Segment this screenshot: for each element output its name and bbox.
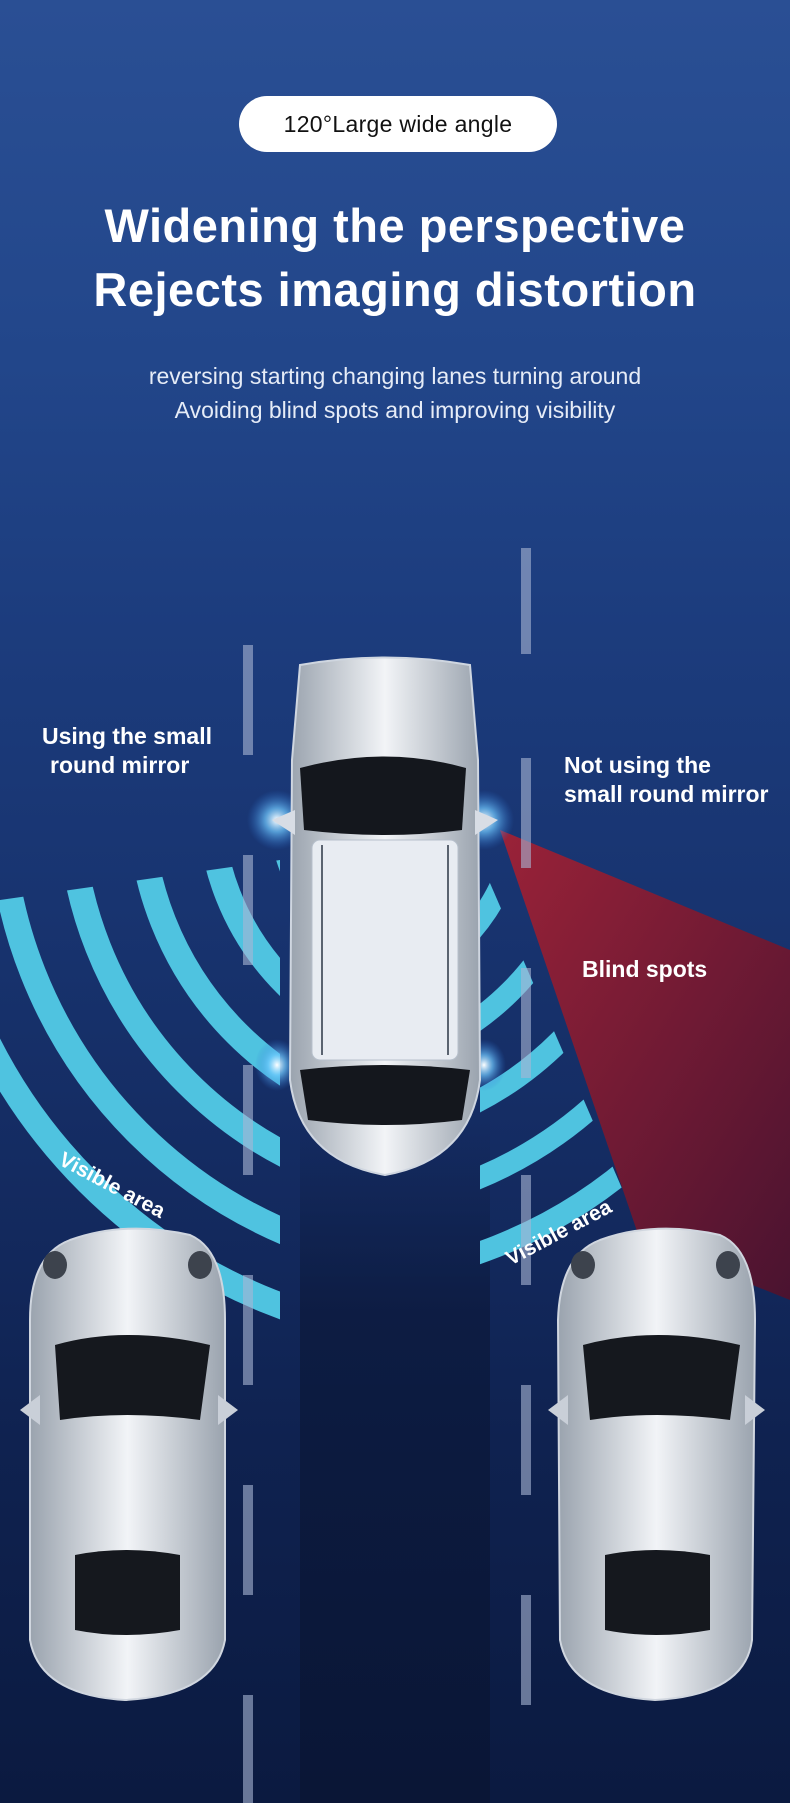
- subtitle-line-2: Avoiding blind spots and improving visib…: [174, 397, 616, 423]
- label-not-using-mirror: Not using the small round mirror: [564, 751, 768, 809]
- label-not-using-mirror-line-1: Not using the: [564, 752, 711, 778]
- label-using-mirror-line-2: round mirror: [50, 752, 190, 778]
- badge-label: 120°Large wide angle: [283, 110, 513, 137]
- label-using-mirror-line-1: Using the small: [42, 723, 212, 749]
- headline-line-1: Widening the perspective: [104, 199, 686, 252]
- sports-car-left: [20, 1227, 238, 1702]
- label-using-mirror: Using the small round mirror: [42, 722, 212, 780]
- lane-markings: [243, 548, 531, 1803]
- wide-angle-badge: 120°Large wide angle: [239, 96, 557, 152]
- sports-car-right: [548, 1227, 765, 1702]
- blind-spot-zone: [500, 830, 790, 1300]
- label-not-using-mirror-line-2: small round mirror: [564, 781, 769, 807]
- label-blind-spots: Blind spots: [582, 956, 708, 982]
- headline-line-2: Rejects imaging distortion: [93, 263, 697, 316]
- subtitle-line-1: reversing starting changing lanes turnin…: [148, 363, 642, 389]
- suv-car-top-view: [247, 656, 514, 1177]
- road-lane: [300, 1100, 490, 1803]
